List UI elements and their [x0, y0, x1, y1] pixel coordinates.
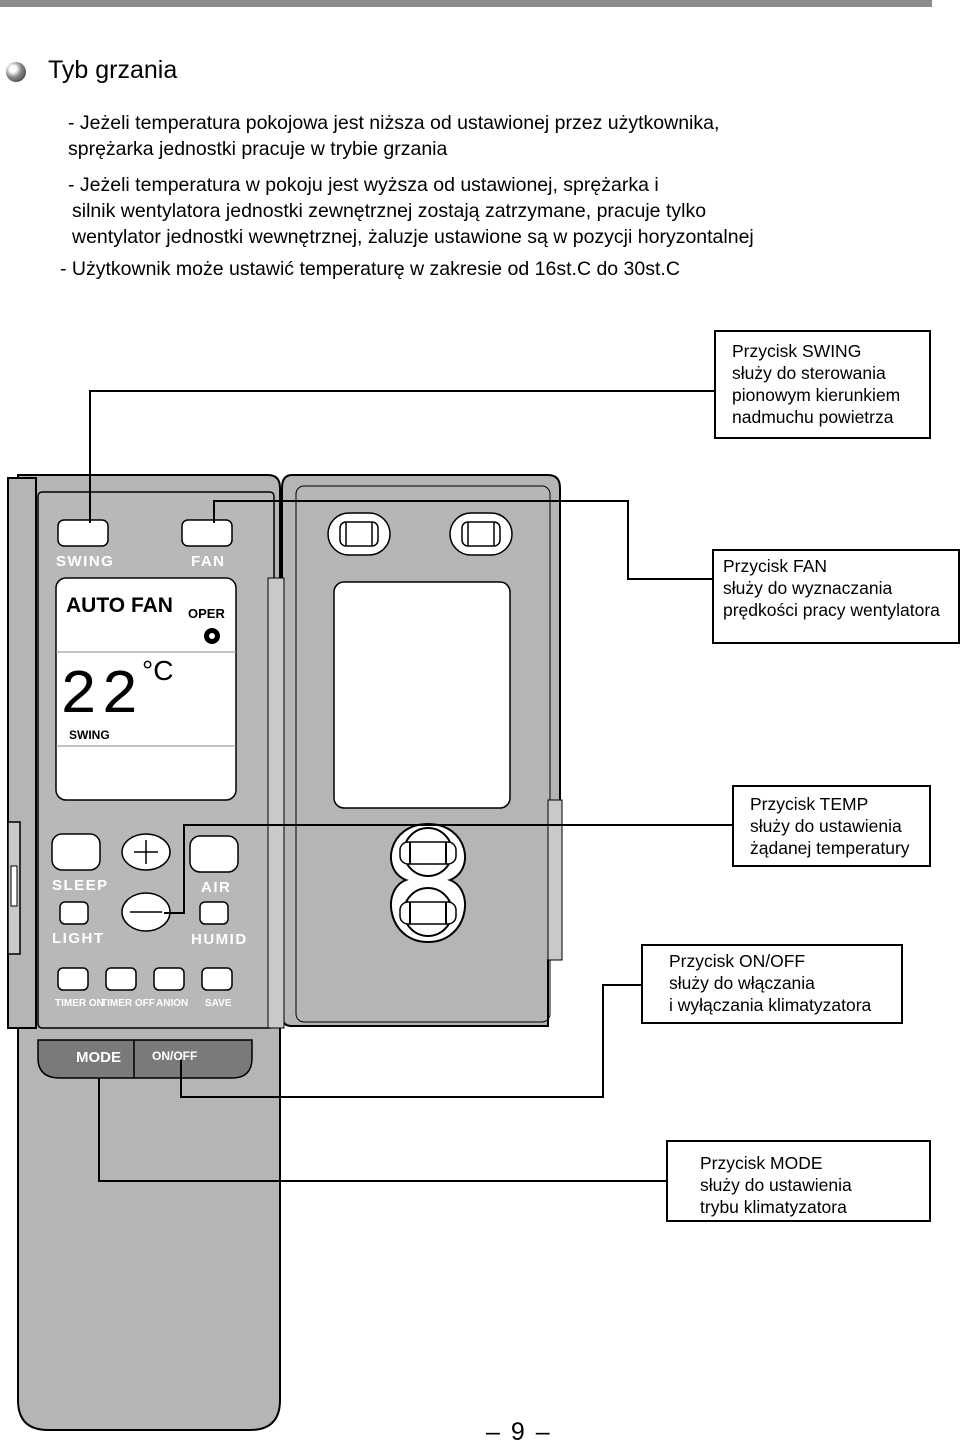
leader-line-fan — [627, 500, 629, 580]
lcd-unit: °C — [142, 655, 173, 686]
light-label: LIGHT — [52, 930, 105, 947]
callout-line: i wyłączania klimatyzatora — [669, 995, 872, 1015]
hinge-strip — [267, 577, 285, 1029]
page-number: 9 — [510, 1418, 525, 1446]
page-footer: – 9 – — [486, 1418, 550, 1447]
leader-line-fan — [627, 578, 713, 580]
callout-line: pionowym kierunkiem — [732, 385, 901, 405]
paragraph-1: - Jeżeli temperatura pokojowa jest niższ… — [68, 110, 719, 162]
paragraph-line: sprężarka jednostki pracuje w trybie grz… — [68, 138, 448, 160]
leader-line-temp — [183, 824, 185, 914]
fan-speed-icon — [204, 628, 220, 644]
callout-line: służy do ustawienia — [700, 1175, 852, 1195]
callout-line: służy do ustawienia — [750, 816, 902, 836]
leader-line-fan — [213, 500, 215, 523]
callout-line: służy do sterowania — [732, 363, 886, 383]
callout-mode: Przycisk MODE służy do ustawienia trybu … — [666, 1140, 931, 1222]
timer-off-button — [105, 967, 137, 991]
paragraph-line: silnik wentylatora jednostki zewnętrznej… — [72, 200, 707, 222]
leader-line-fan — [213, 500, 629, 502]
mode-label: MODE — [76, 1049, 121, 1066]
lcd-mode-text: AUTO FAN — [66, 594, 173, 617]
callout-line: nadmuchu powietrza — [732, 407, 894, 427]
cover-clip-right — [449, 512, 513, 556]
leader-line-onoff — [602, 984, 604, 1098]
section-title: Tyb grzania — [48, 56, 178, 84]
callout-line: prędkości pracy wentylatora — [723, 600, 940, 620]
paragraph-3: - Użytkownik może ustawić temperaturę w … — [60, 256, 680, 282]
sleep-label: SLEEP — [52, 877, 109, 894]
timer-on-button — [57, 967, 89, 991]
leader-line-onoff — [180, 1096, 604, 1098]
lcd-display — [55, 577, 237, 801]
fan-button — [181, 519, 233, 547]
paragraph-line: - Jeżeli temperatura pokojowa jest niższ… — [68, 112, 720, 134]
paragraph-line: - Użytkownik może ustawić temperaturę w … — [60, 258, 680, 280]
cover-edge — [547, 799, 563, 961]
footer-dash: – — [535, 1418, 550, 1446]
timer-on-label: TIMER ON — [55, 998, 104, 1009]
sleep-button — [51, 833, 101, 871]
cover-clip-left — [327, 512, 391, 556]
callout-temp: Przycisk TEMP służy do ustawienia żądane… — [732, 785, 931, 867]
swing-label: SWING — [56, 553, 114, 570]
callout-swing: Przycisk SWING służy do sterowania piono… — [714, 330, 931, 439]
lcd-oper-text: OPER — [188, 606, 225, 621]
lcd-swing-text: SWING — [69, 728, 110, 742]
onoff-label: ON/OFF — [152, 1049, 197, 1063]
swing-button — [57, 519, 109, 547]
temp-rocker — [390, 822, 466, 944]
timer-off-label: TIMER OFF — [101, 998, 155, 1009]
paragraph-line: - Jeżeli temperatura w pokoju jest wyższ… — [68, 174, 659, 196]
leader-line-mode — [98, 1078, 100, 1182]
light-button — [59, 901, 89, 925]
callout-line: służy do włączania — [669, 973, 815, 993]
callout-line: żądanej temperatury — [750, 838, 910, 858]
leader-line-mode — [98, 1180, 667, 1182]
save-button — [201, 967, 233, 991]
callout-fan: Przycisk FAN służy do wyznaczania prędko… — [712, 549, 960, 644]
air-label: AIR — [201, 879, 231, 896]
anion-label: ANION — [156, 998, 188, 1009]
callout-onoff: Przycisk ON/OFF służy do włączania i wył… — [641, 944, 903, 1024]
humid-button — [199, 901, 229, 925]
callout-line: Przycisk MODE — [700, 1153, 823, 1173]
callout-line: Przycisk TEMP — [750, 794, 869, 814]
callout-line: służy do wyznaczania — [723, 578, 893, 598]
leader-line-onoff — [602, 984, 642, 986]
mode-onoff-rocker — [37, 1039, 253, 1079]
leader-line-temp — [183, 824, 733, 826]
footer-dash: – — [486, 1418, 500, 1446]
callout-line: Przycisk ON/OFF — [669, 951, 806, 971]
fan-label: FAN — [191, 553, 226, 570]
save-label: SAVE — [205, 998, 232, 1009]
paragraph-line: wentylator jednostki wewnętrznej, żaluzj… — [72, 226, 754, 248]
cover-window — [333, 581, 511, 809]
anion-button — [153, 967, 185, 991]
air-button — [189, 835, 239, 873]
leader-line-swing — [89, 390, 715, 392]
humid-label: HUMID — [191, 931, 248, 948]
top-rule — [0, 0, 932, 7]
callout-line: Przycisk SWING — [732, 341, 862, 361]
lcd-temperature: 22 — [60, 660, 142, 731]
leader-line-temp — [164, 912, 184, 914]
bullet-icon — [6, 62, 26, 82]
callout-line: trybu klimatyzatora — [700, 1197, 847, 1217]
cover-inner — [295, 485, 551, 1023]
leader-line-swing — [89, 390, 91, 523]
leader-line-onoff — [180, 1060, 182, 1098]
side-tab-slot — [10, 865, 18, 907]
callout-line: Przycisk FAN — [723, 556, 828, 576]
paragraph-2: - Jeżeli temperatura w pokoju jest wyższ… — [68, 172, 754, 250]
